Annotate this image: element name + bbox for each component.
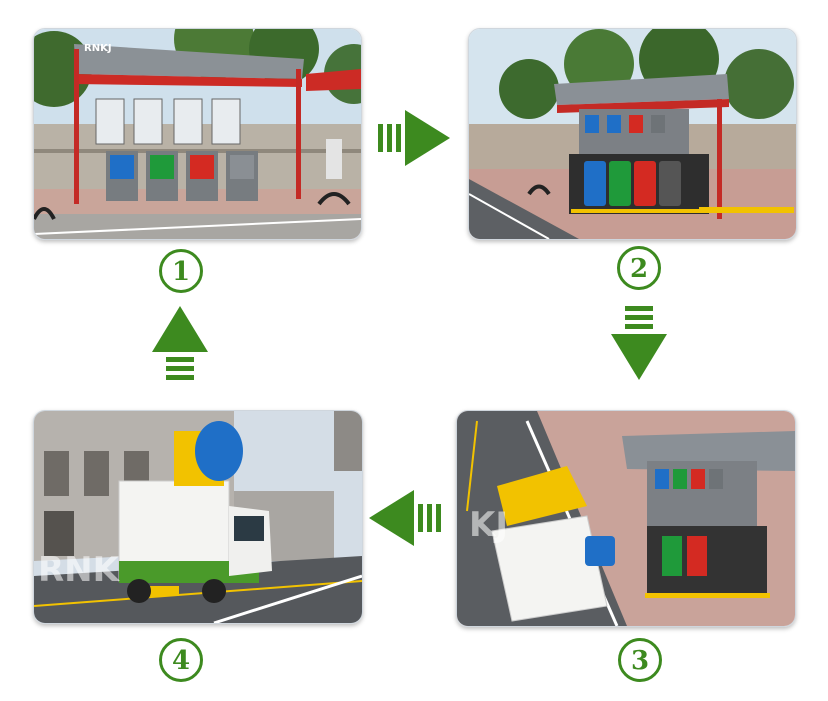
- panel-2-smart-station: [468, 28, 797, 240]
- panel-1-sorting-kiosk: RNKJ: [33, 28, 362, 240]
- panel-1-scene: RNKJ: [34, 29, 361, 239]
- panel-1-watermark: RNKJ: [84, 43, 112, 54]
- panel-4-truck-transport: RNK: [33, 410, 363, 624]
- arrow-up-icon: [152, 306, 208, 380]
- step-4-number: 4: [159, 638, 203, 682]
- arrow-left-icon: [369, 490, 441, 546]
- step-2-number: 2: [617, 246, 661, 290]
- step-1-number: 1: [159, 249, 203, 293]
- panel-2-scene: [469, 29, 796, 239]
- panel-4-watermark: RNK: [38, 550, 121, 590]
- panel-3-watermark: KJ: [469, 505, 508, 545]
- panel-3-scene: KJ: [457, 411, 795, 626]
- panel-4-scene: RNK: [34, 411, 362, 623]
- arrow-right-icon: [378, 110, 450, 166]
- panel-3-truck-collecting: KJ: [456, 410, 796, 627]
- step-3-number: 3: [618, 638, 662, 682]
- arrow-down-icon: [611, 306, 667, 380]
